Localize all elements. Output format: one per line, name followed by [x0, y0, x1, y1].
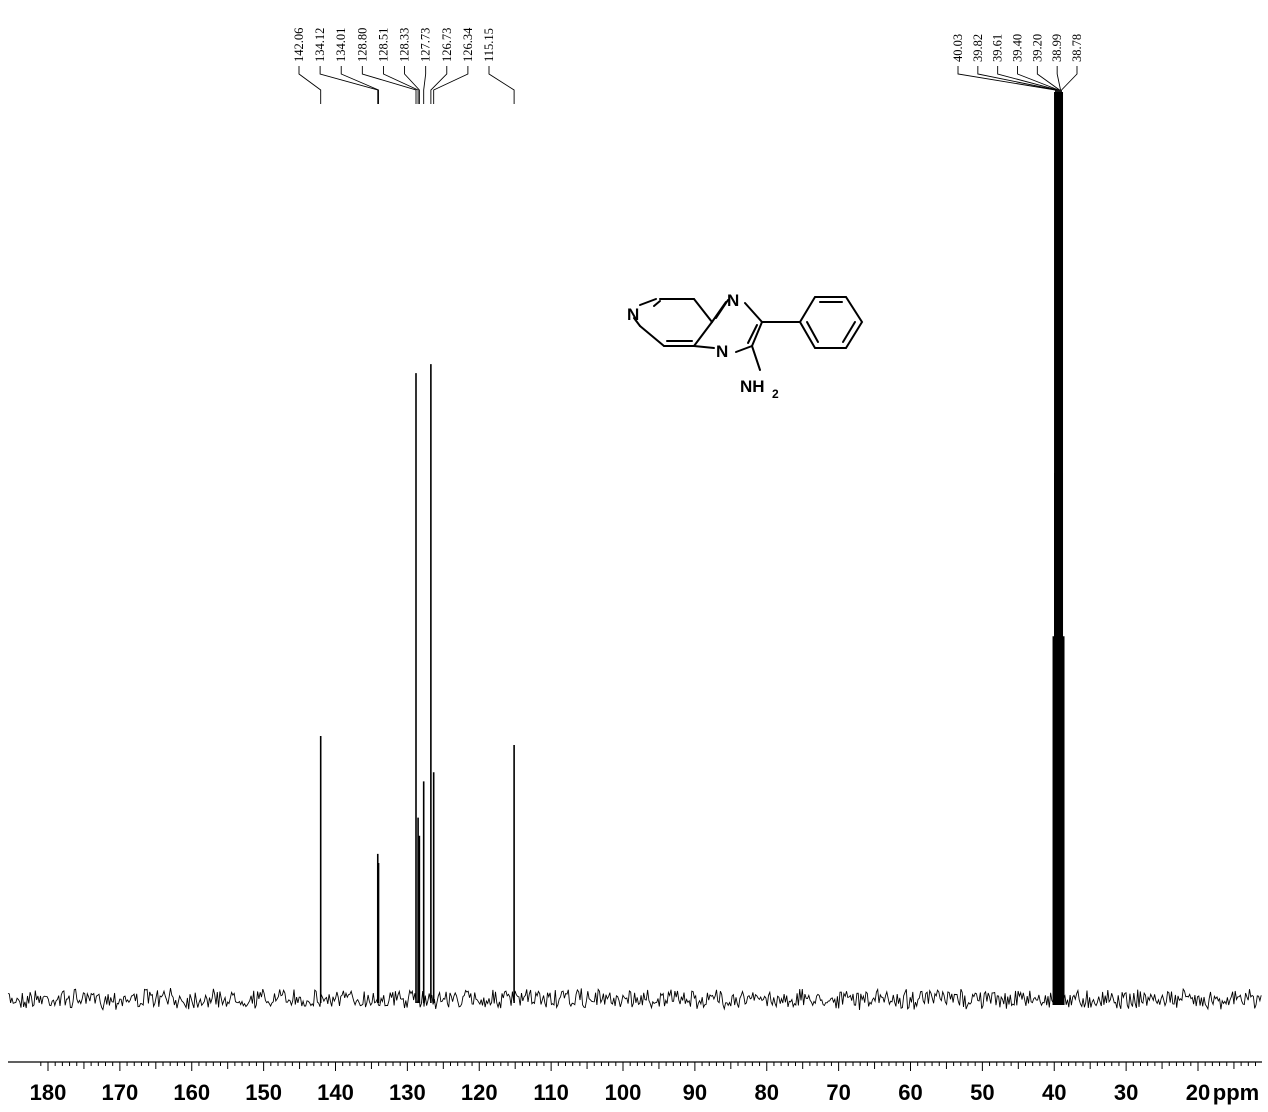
x-tick-label-30: 30	[1114, 1080, 1138, 1105]
x-tick-label-70: 70	[826, 1080, 850, 1105]
x-tick-label-170: 170	[102, 1080, 139, 1105]
peak-label-9: 115.15	[482, 28, 496, 62]
peak-connector-2	[340, 66, 380, 104]
peak-label-1: 134.12	[313, 28, 327, 62]
peak-label-5: 128.33	[398, 28, 412, 62]
peak-label-3: 128.80	[355, 28, 369, 62]
pyrazine-nitrogen-label: N	[627, 305, 639, 324]
peak-connector-4	[382, 66, 419, 104]
solvent-peak-connector-6	[1061, 66, 1078, 104]
solvent-peak-label-3: 39.40	[1011, 34, 1025, 62]
peak-label-8: 126.34	[461, 27, 475, 62]
peak-connector-7	[430, 66, 448, 104]
solvent-peak-label-6: 38.78	[1070, 34, 1084, 62]
amine-subscript: 2	[772, 387, 779, 401]
peak-connector-6	[423, 66, 427, 104]
peak-label-6: 127.73	[419, 28, 433, 62]
x-tick-label-50: 50	[970, 1080, 994, 1105]
solvent-peak-label-5: 38.99	[1050, 34, 1064, 62]
x-tick-label-130: 130	[389, 1080, 426, 1105]
solvent-peak-label-1: 39.82	[971, 34, 985, 62]
x-tick-label-120: 120	[461, 1080, 498, 1105]
x-axis: 180 170 160 150 140 130 120 110 100 90 80 70 60 50 40 3…	[8, 1061, 1262, 1105]
x-tick-label-150: 150	[245, 1080, 282, 1105]
x-axis-unit: ppm	[1213, 1080, 1259, 1105]
peak-label-0: 142.06	[292, 28, 306, 62]
x-tick-label-40: 40	[1042, 1080, 1066, 1105]
x-tick-label-90: 90	[683, 1080, 707, 1105]
solvent-peak-label-2: 39.61	[991, 34, 1005, 62]
solvent-peak-connector-5	[1056, 66, 1062, 104]
baseline-noise-trace	[7, 987, 1262, 1011]
peak-lines	[319, 92, 1065, 1005]
x-tick-label-140: 140	[317, 1080, 354, 1105]
x-tick-label-110: 110	[533, 1080, 569, 1105]
solvent-peak-body	[1054, 92, 1064, 999]
peak-connector-9	[488, 66, 515, 104]
peak-connector-1	[319, 66, 379, 104]
peak-labels: 142.06 134.12 134.01 128.80 128.51 128.33 127.…	[292, 27, 1084, 104]
imidazole-nitrogen-label: N	[727, 291, 739, 310]
peak-label-2: 134.01	[334, 28, 348, 62]
x-tick-label-60: 60	[898, 1080, 922, 1105]
solvent-peak-connector-4	[1036, 66, 1061, 104]
x-tick-label-180: 180	[30, 1080, 67, 1105]
x-tick-label-20: 20	[1186, 1080, 1210, 1105]
bridgehead-nitrogen-label: N	[716, 342, 728, 361]
solvent-peak-label-4: 39.20	[1030, 34, 1044, 62]
solvent-peak-connector-2	[997, 66, 1059, 104]
peak-label-7: 126.73	[440, 28, 454, 62]
x-tick-label-80: 80	[755, 1080, 779, 1105]
peak-connector-5	[404, 66, 420, 104]
x-tick-label-160: 160	[173, 1080, 210, 1105]
solvent-peak-connector-0	[957, 66, 1057, 104]
solvent-peak-connector-1	[977, 66, 1058, 104]
peak-label-4: 128.51	[376, 28, 390, 62]
amine-label: NH	[740, 377, 765, 396]
peak-connector-8	[433, 66, 469, 104]
baseline-noise	[7, 987, 1262, 1011]
peak-connector-3	[361, 66, 417, 104]
x-tick-label-100: 100	[605, 1080, 642, 1105]
peak-connector-0	[298, 66, 322, 104]
solvent-peak-label-0: 40.03	[951, 34, 965, 62]
molecule-structure	[633, 296, 864, 371]
solvent-peak-connector-3	[1017, 66, 1060, 104]
